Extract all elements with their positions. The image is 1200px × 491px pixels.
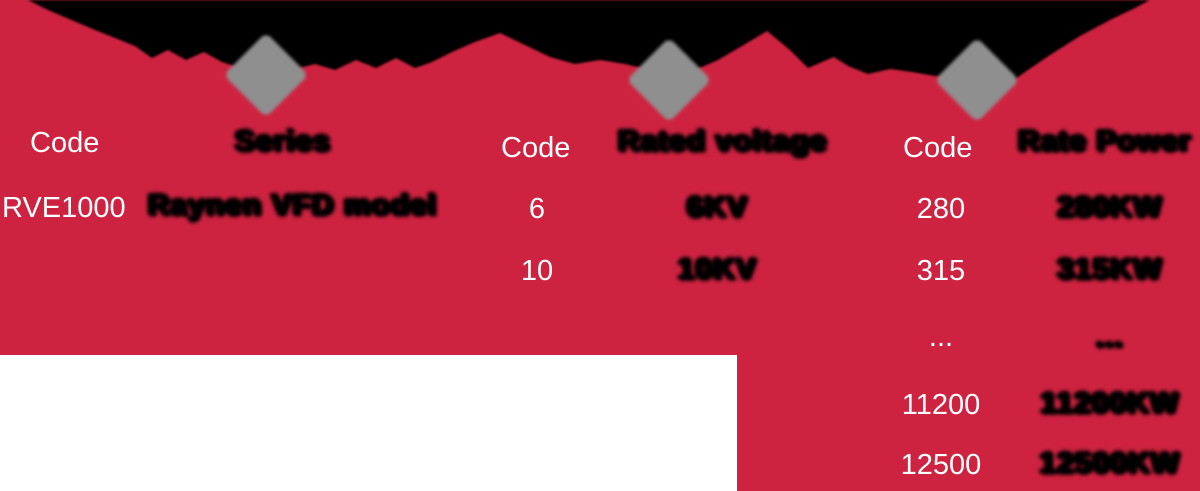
- red-panel-right-column: [737, 355, 1200, 491]
- col2-code-header: Code: [501, 132, 571, 164]
- col3-meaning-header: Rate Power: [1018, 125, 1192, 158]
- col3-row-meaning: 280KW: [1057, 191, 1163, 224]
- col3-row-meaning: ...: [1095, 321, 1124, 354]
- col1-code-header: Code: [30, 127, 100, 159]
- col2-meaning-header: Rated voltage: [618, 125, 828, 158]
- col2-row-code: 10: [520, 255, 554, 287]
- col2-row-meaning: 6KV: [686, 191, 749, 224]
- col3-row-code: 280: [916, 193, 966, 225]
- col3-row-code: 11200: [901, 389, 981, 421]
- col3-row-code: 12500: [900, 449, 982, 481]
- model-code-band: [28, 0, 1150, 90]
- col3-row-code: 315: [916, 255, 966, 287]
- col3-row-meaning: 315KW: [1057, 253, 1163, 286]
- col3-row-code: ...: [928, 321, 954, 353]
- col1-row-code: RVE1000: [2, 192, 126, 224]
- col3-row-meaning: 11200KW: [1040, 387, 1180, 420]
- col2-row-code: 6: [528, 193, 546, 225]
- col2-row-meaning: 10KV: [677, 253, 758, 286]
- col1-row-meaning: Raynen VFD model: [148, 189, 438, 222]
- col3-row-meaning: 12500KW: [1039, 447, 1181, 480]
- col1-meaning-header: Series: [234, 125, 332, 158]
- col3-code-header: Code: [903, 132, 973, 164]
